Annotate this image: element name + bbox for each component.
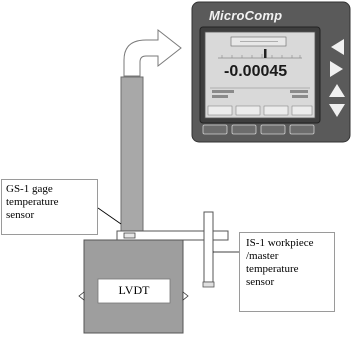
is-sensor-label: IS-1 workpiece /master temperature senso…: [239, 232, 335, 312]
curved-arrow-icon: [123, 28, 182, 77]
lvdt-left-tab: [78, 291, 85, 301]
gs-label-line: temperature: [6, 196, 59, 208]
lvdt-right-tab: [182, 291, 189, 301]
is-label-line: /master: [246, 250, 279, 262]
up-arrow-icon: [329, 84, 345, 97]
screen-pointer: [264, 49, 267, 58]
gs-label-line: GS-1 gage: [6, 183, 53, 195]
microcomp-unit: [191, 1, 351, 143]
gs-sensor: [123, 232, 136, 239]
is-label-line: IS-1 workpiece: [246, 237, 314, 249]
gage-column: [120, 76, 144, 232]
left-arrow-icon: [331, 39, 344, 55]
soft-keys: [202, 124, 315, 135]
is-sensor-probe: [203, 211, 214, 283]
gs-leader-line: [97, 207, 122, 225]
lvdt-label: LVDT: [118, 283, 150, 297]
device-reading: -0.00045: [224, 63, 288, 80]
device-brand: MicroComp: [209, 8, 283, 23]
lvdt-label-box: [97, 278, 171, 304]
gs-label-line: sensor: [6, 209, 35, 221]
gs-sensor-label: GS-1 gage temperature sensor: [1, 179, 98, 235]
is-sensor-tip: [202, 281, 215, 288]
is-label-line: temperature: [246, 263, 299, 275]
nav-keys: [329, 39, 345, 117]
device-screen: [204, 31, 316, 119]
down-arrow-icon: [329, 104, 345, 117]
is-label-line: sensor: [246, 276, 275, 288]
right-arrow-icon: [330, 61, 343, 77]
